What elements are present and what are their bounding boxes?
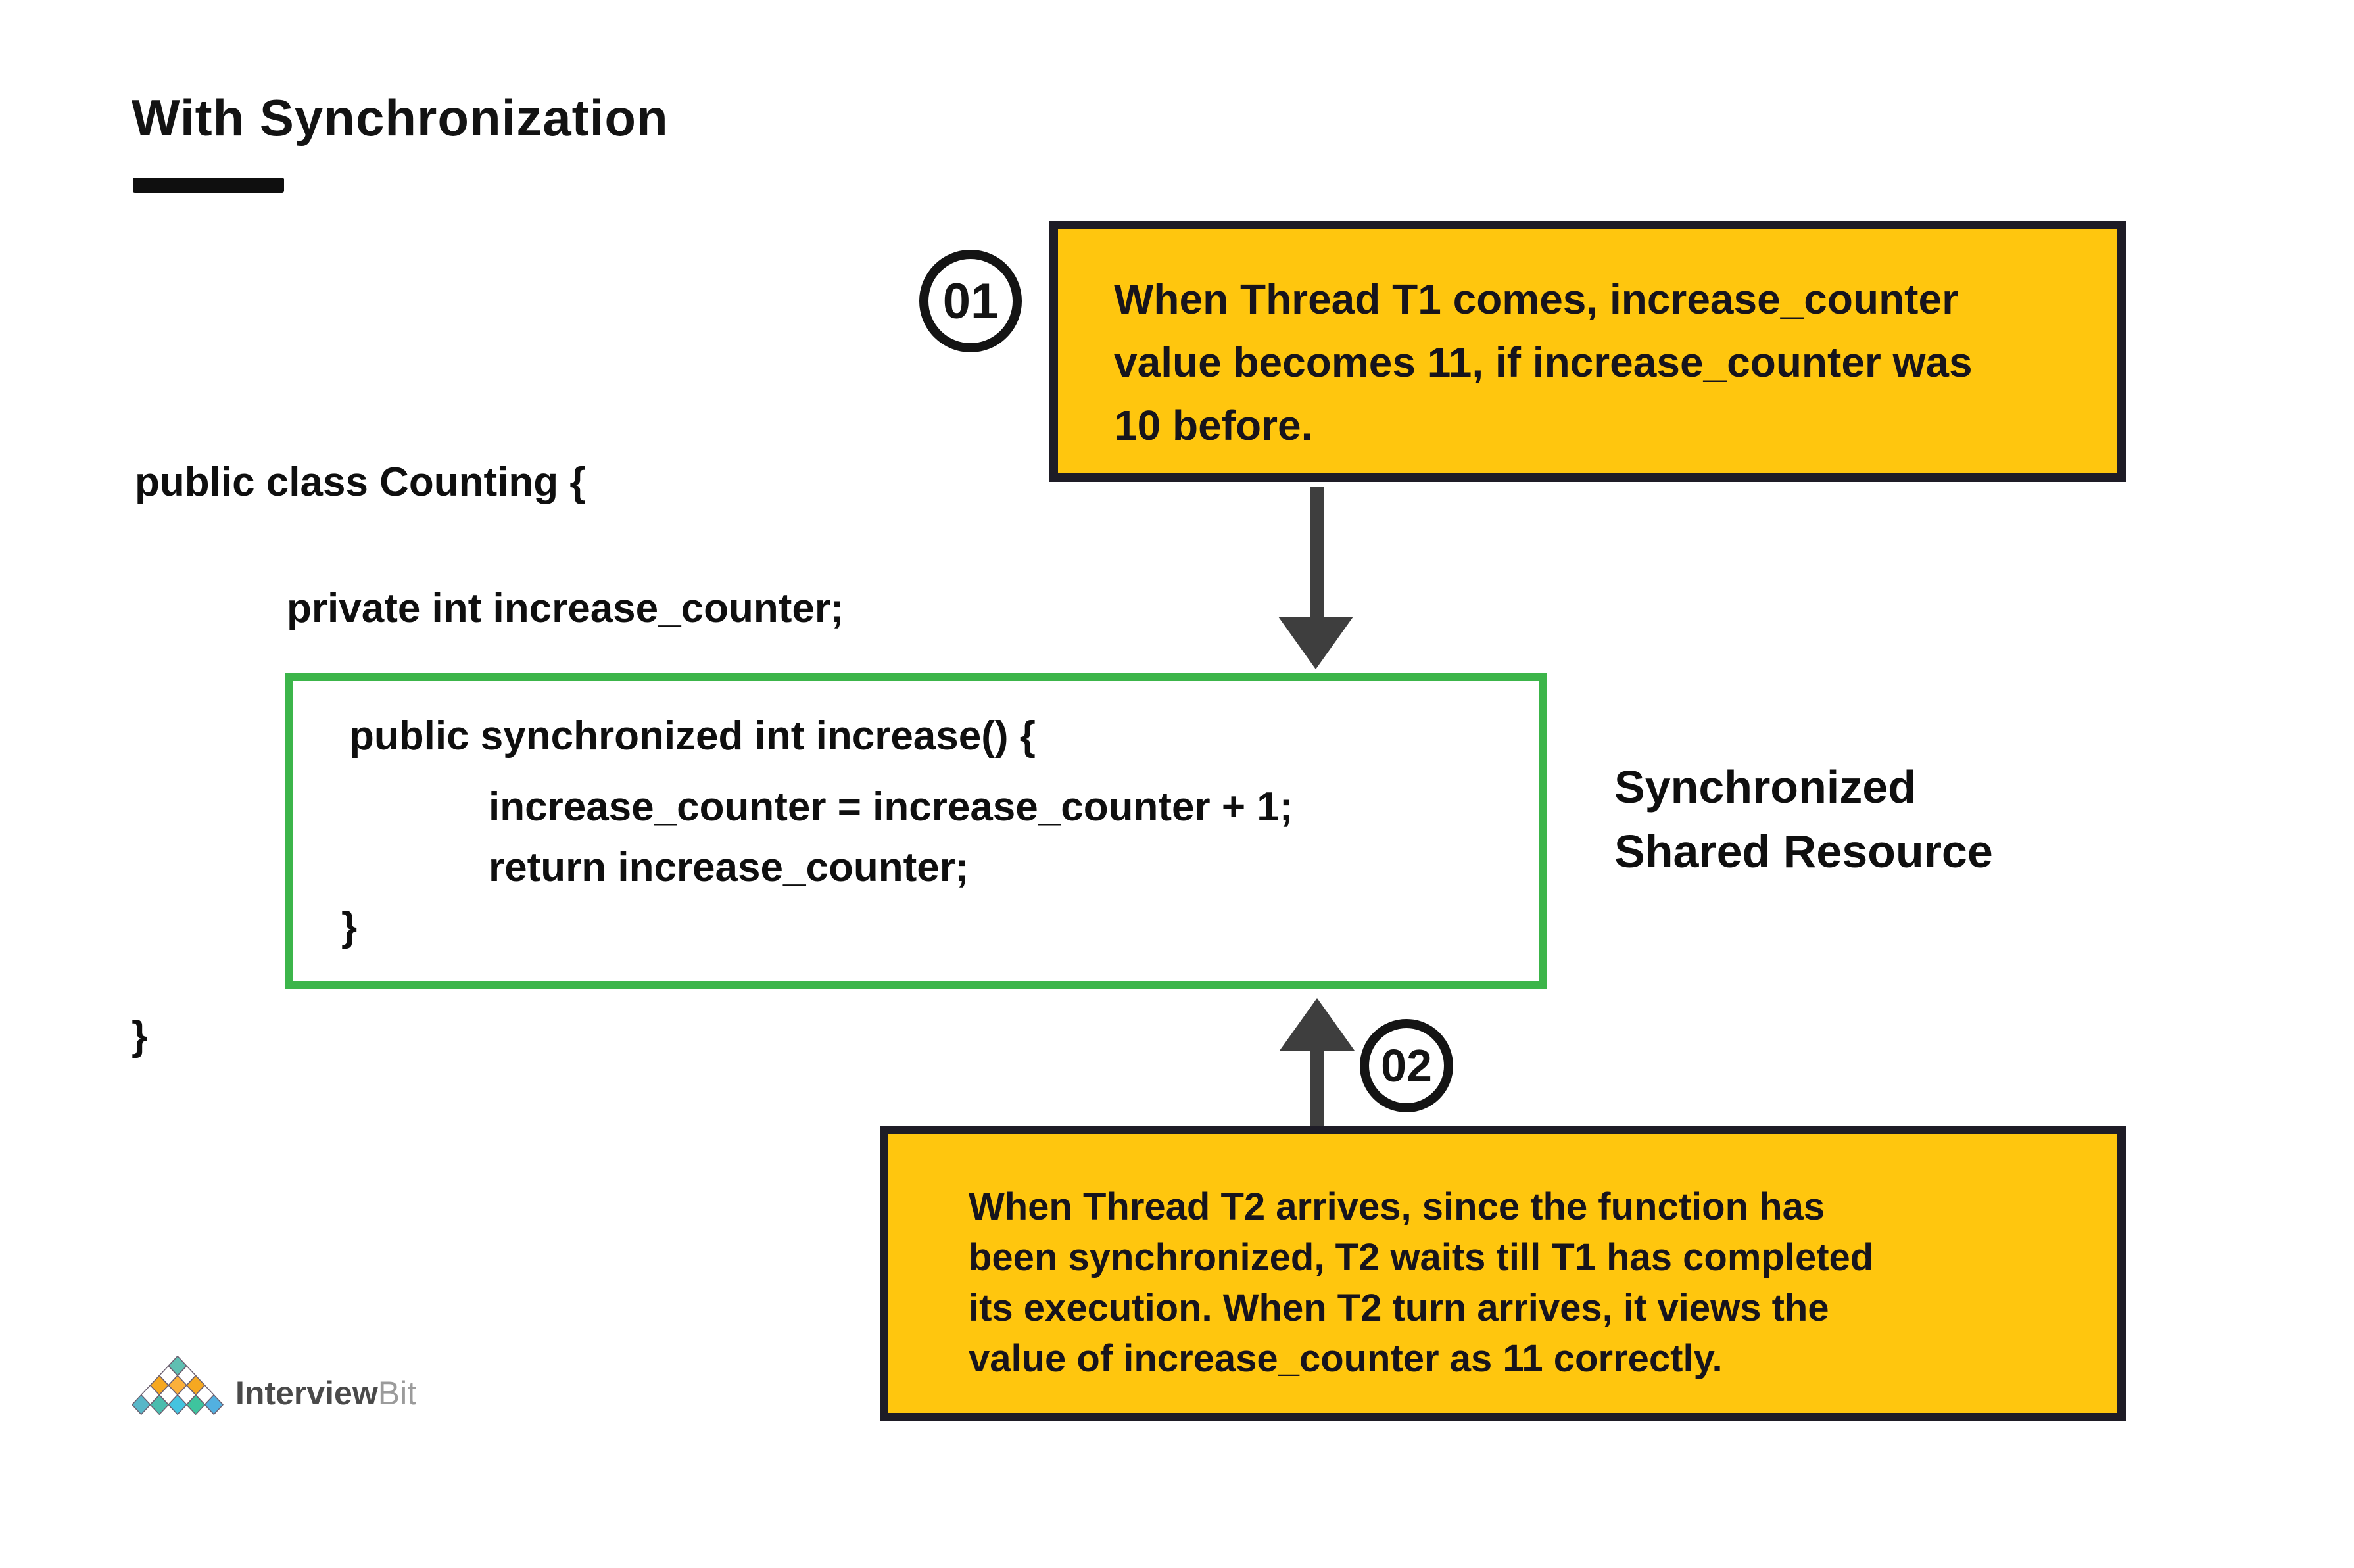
arrow-up-icon: [1310, 1048, 1324, 1128]
code-statement-return: return increase_counter;: [489, 845, 969, 890]
code-class-close: }: [132, 1013, 148, 1058]
callout-line: 10 before.: [1114, 402, 1313, 449]
code-method-close: }: [341, 904, 358, 949]
synchronized-method-box: public synchronized int increase() { inc…: [285, 673, 1547, 989]
code-statement-increment: increase_counter = increase_counter + 1;: [489, 784, 1293, 830]
arrow-down-icon: [1310, 487, 1324, 619]
callout-line: When Thread T2 arrives, since the functi…: [969, 1185, 1825, 1228]
callout-line: value of increase_counter as 11 correctl…: [969, 1337, 1723, 1380]
arrow-down-head-icon: [1278, 617, 1353, 669]
callout-thread-t2: When Thread T2 arrives, since the functi…: [880, 1126, 2126, 1421]
interviewbit-logo: InterviewBit: [132, 1354, 416, 1416]
code-field-declaration: private int increase_counter;: [287, 586, 844, 631]
shared-resource-label: Synchronized Shared Resource: [1614, 755, 1993, 884]
callout-thread-t1: When Thread T1 comes, increase_counter v…: [1049, 221, 2126, 482]
shared-resource-label-line2: Shared Resource: [1614, 826, 1993, 877]
shared-resource-label-line1: Synchronized: [1614, 761, 1916, 813]
code-method-open: public synchronized int increase() {: [349, 713, 1036, 759]
logo-text-interview: Interview: [235, 1375, 378, 1412]
interviewbit-logo-text: InterviewBit: [235, 1374, 416, 1416]
logo-text-bit: Bit: [377, 1375, 417, 1412]
code-class-open: public class Counting {: [135, 460, 586, 505]
callout-line: When Thread T1 comes, increase_counter: [1114, 275, 1958, 323]
callout-thread-t1-text: When Thread T1 comes, increase_counter v…: [1114, 268, 2091, 457]
page-title: With Synchronization: [132, 89, 669, 147]
step-1-badge: 01: [919, 250, 1022, 352]
callout-line: been synchronized, T2 waits till T1 has …: [969, 1236, 1874, 1279]
step-2-badge: 02: [1360, 1019, 1453, 1112]
title-underline: [133, 178, 284, 193]
callout-thread-t2-text: When Thread T2 arrives, since the functi…: [969, 1181, 2091, 1384]
callout-line: value becomes 11, if increase_counter wa…: [1114, 339, 1973, 386]
arrow-up-head-icon: [1280, 998, 1355, 1051]
interviewbit-logo-icon: [132, 1356, 224, 1415]
callout-line: its execution. When T2 turn arrives, it …: [969, 1287, 1829, 1329]
